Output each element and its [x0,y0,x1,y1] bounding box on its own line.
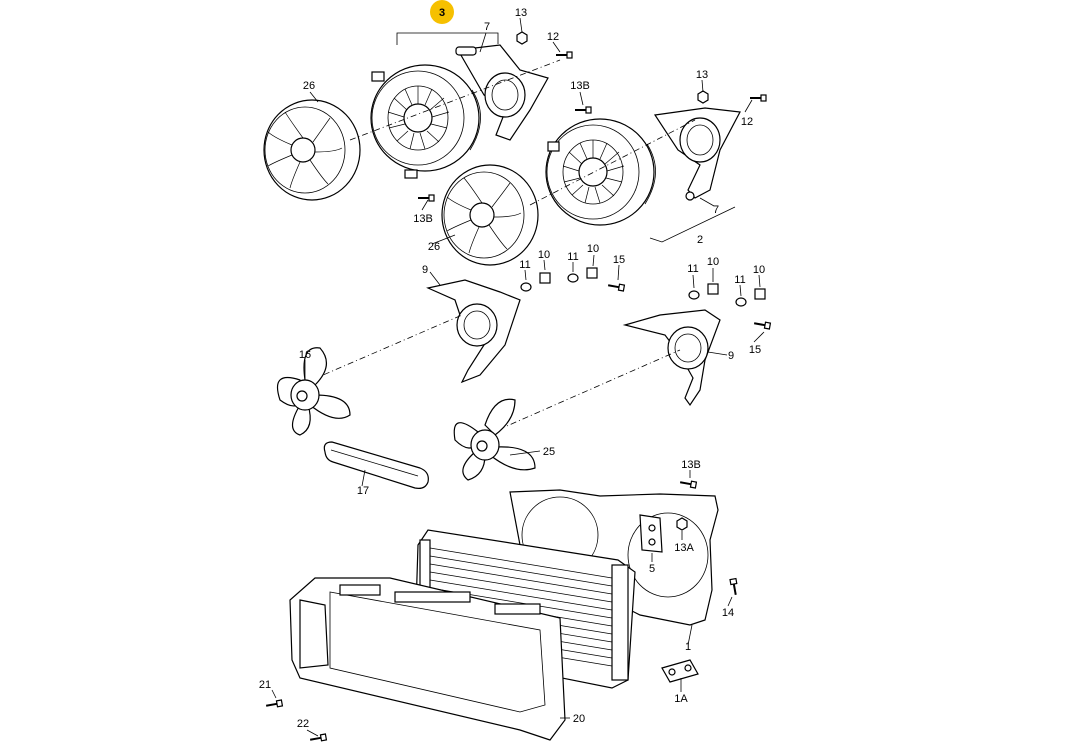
label-25[interactable]: 25 [543,446,555,458]
label-10-d[interactable]: 10 [753,264,765,276]
label-10-b[interactable]: 10 [587,243,599,255]
label-12-upper[interactable]: 12 [547,31,559,43]
washer-11-d [735,297,747,307]
nut-10-c [707,283,719,295]
fan-shroud-assembly-2 [441,90,767,266]
label-26-left[interactable]: 26 [303,80,315,92]
label-11-c[interactable]: 11 [687,263,698,275]
bolt-15-b [752,319,772,330]
fan-blade-16 [276,347,351,436]
bolt-22 [308,733,328,744]
bracket-7-lower [653,107,741,201]
nut-13-b [697,90,709,104]
fan-wheel-26-right [441,164,539,266]
bolt-12-a [555,51,573,59]
leader-lines [271,17,765,737]
label-13B-middle[interactable]: 13B [570,80,590,92]
bolt-13B-a [417,194,435,202]
bolt-15-a [606,281,626,292]
label-13A[interactable]: 13A [674,542,694,554]
label-13-right[interactable]: 13 [696,69,708,81]
label-9-right[interactable]: 9 [728,350,734,362]
label-7-lower[interactable]: 7 [713,204,719,216]
label-21[interactable]: 21 [259,679,271,691]
nut-10-b [586,267,598,279]
label-10-a[interactable]: 10 [538,249,550,261]
label-9-left[interactable]: 9 [422,264,428,276]
label-26-right[interactable]: 26 [428,241,440,253]
gasket-1A [661,659,699,683]
fan-shroud-2 [545,118,656,226]
nut-13A [676,517,688,531]
label-1[interactable]: 1 [685,641,691,653]
label-11-b[interactable]: 11 [567,251,578,263]
bolt-13B-c [678,478,698,489]
v-belt-17 [323,441,429,489]
label-1A[interactable]: 1A [674,693,688,705]
label-13B-left[interactable]: 13B [413,213,433,225]
bracket-9-left [426,267,626,384]
bolt-14 [729,577,740,597]
label-16[interactable]: 16 [299,349,311,361]
label-12-right[interactable]: 12 [741,116,753,128]
nut-13-a [516,31,528,45]
front-panel-20 [264,577,566,744]
fan-wheel-26-left [263,99,361,201]
label-15-a[interactable]: 15 [613,254,625,266]
label-17[interactable]: 17 [357,485,369,497]
label-10-c[interactable]: 10 [707,256,719,268]
highlight-marker [430,0,454,24]
label-20[interactable]: 20 [573,713,585,725]
label-15-b[interactable]: 15 [749,344,761,356]
nut-10-a [539,272,551,284]
label-11-a[interactable]: 11 [519,259,530,271]
bolt-13B-b [574,106,592,114]
bolt-21 [264,699,284,710]
label-3[interactable]: 3 [439,7,445,19]
label-2[interactable]: 2 [697,234,703,246]
label-13B-frame[interactable]: 13B [681,459,701,471]
fan-blade-25 [453,398,536,481]
bolt-12-b [749,94,767,102]
bracket-7-upper [455,44,549,141]
label-5[interactable]: 5 [649,563,655,575]
bracket-9-right [622,283,772,407]
label-7-upper[interactable]: 7 [484,21,490,33]
fan-shroud-3 [370,64,481,179]
label-11-d[interactable]: 11 [734,274,745,286]
washer-11-c [688,290,700,300]
washer-11-a [520,282,532,292]
washer-11-b [567,273,579,283]
part-labels: 3 7 13 12 26 13B 13 12 13B 26 7 2 9 11 1… [259,0,765,730]
nut-10-d [754,288,766,300]
label-14[interactable]: 14 [722,607,734,619]
label-13-upper[interactable]: 13 [515,7,527,19]
label-22[interactable]: 22 [297,718,309,730]
fan-shroud-assembly-3 [263,31,573,202]
